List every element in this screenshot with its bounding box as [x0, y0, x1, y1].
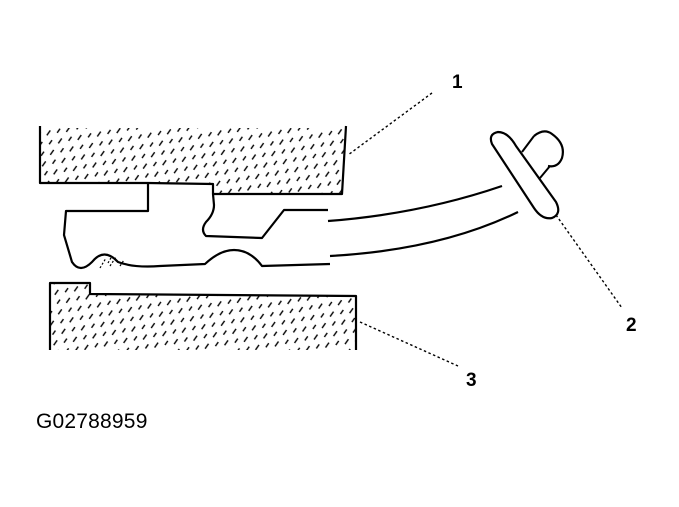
callout-label-3: 3	[466, 370, 477, 391]
leader-lines	[347, 92, 623, 367]
handle-pin	[489, 130, 564, 220]
leader-line-1	[347, 92, 433, 156]
upper-housing	[38, 125, 348, 196]
figure-id-label: G02788959	[36, 410, 148, 433]
lower-housing	[48, 281, 358, 350]
leader-line-2	[555, 214, 623, 309]
sliding-component	[62, 183, 519, 270]
leader-line-3	[359, 321, 459, 367]
callout-label-2: 2	[626, 315, 637, 336]
callout-label-1: 1	[452, 72, 463, 93]
